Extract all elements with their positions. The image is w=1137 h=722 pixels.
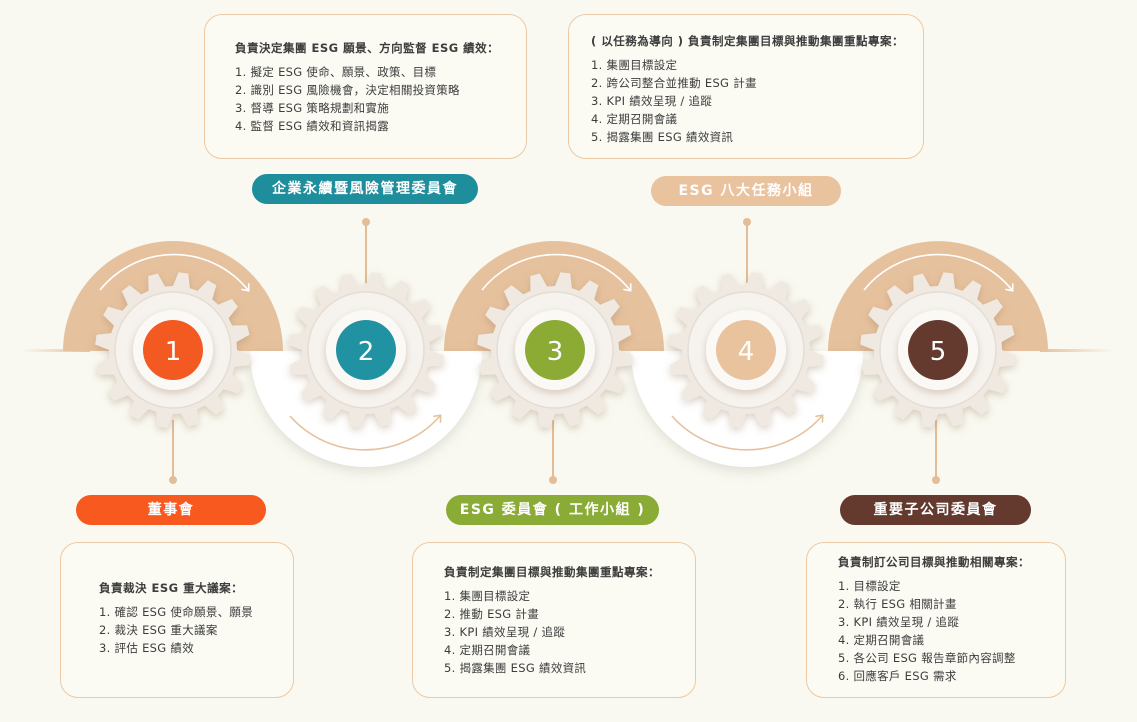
list-item: 2. 執行 ESG 相關計畫 <box>838 597 957 611</box>
box-list: 1. 目標設定 2. 執行 ESG 相關計畫 3. KPI 績效呈現 / 追蹤 … <box>838 577 1055 685</box>
list-item: 2. 識別 ESG 風險機會，決定相關投資策略 <box>235 83 460 97</box>
list-item: 3. 評估 ESG 績效 <box>99 641 195 655</box>
list-item: 6. 回應客戶 ESG 需求 <box>838 669 957 683</box>
list-item: 4. 監督 ESG 績效和資訊揭露 <box>235 119 390 133</box>
arrow-curve-3 <box>481 253 630 290</box>
list-item: 1. 擬定 ESG 使命、願景、政策、目標 <box>235 65 437 79</box>
gear-5: 5 <box>860 272 1016 428</box>
box-subsidiary-committee: 負責制訂公司目標與推動相關專案： 1. 目標設定 2. 執行 ESG 相關計畫 … <box>806 542 1066 698</box>
gear-2: 2 <box>288 272 444 428</box>
list-item: 5. 揭露集團 ESG 績效資訊 <box>591 130 734 144</box>
stage-number-1: 1 <box>165 337 182 367</box>
list-item: 3. KPI 績效呈現 / 追蹤 <box>591 94 713 108</box>
arrow-curve-2 <box>289 416 440 451</box>
list-item: 2. 裁決 ESG 重大議案 <box>99 623 218 637</box>
stage-circle-4 <box>716 320 776 380</box>
gear-1: 1 <box>95 272 251 428</box>
box-list: 1. 集團目標設定 2. 跨公司整合並推動 ESG 計畫 3. KPI 績效呈現… <box>591 56 907 146</box>
list-item: 1. 集團目標設定 <box>591 58 678 72</box>
arrow-curve-1 <box>99 253 248 290</box>
list-item: 4. 定期召開會議 <box>591 112 678 126</box>
label-subsidiary-committee: 重要子公司委員會 <box>840 495 1031 525</box>
box-heading: 負責制訂公司目標與推動相關專案： <box>838 555 1030 569</box>
box-board: 負責裁決 ESG 重大議案： 1. 確認 ESG 使命願景、願景 2. 裁決 E… <box>60 542 294 698</box>
stage-circle-1 <box>143 320 203 380</box>
box-esg-task-groups: ( 以任務為導向 ) 負責制定集團目標與推動集團重點專案： 1. 集團目標設定 … <box>568 14 924 159</box>
stage-number-2: 2 <box>358 337 375 367</box>
arrow-curve-5 <box>863 253 1012 290</box>
list-item: 2. 推動 ESG 計畫 <box>444 607 540 621</box>
list-item: 5. 各公司 ESG 報告章節內容調整 <box>838 651 1016 665</box>
connector-dot-4 <box>743 218 751 226</box>
connector-dot-1 <box>169 476 177 484</box>
label-esg-task-groups: ESG 八大任務小組 <box>651 176 841 206</box>
label-sustainability-committee: 企業永續暨風險管理委員會 <box>252 174 478 204</box>
connector-dot-3 <box>549 476 557 484</box>
list-item: 1. 目標設定 <box>838 579 901 593</box>
list-item: 3. KPI 績效呈現 / 追蹤 <box>838 615 960 629</box>
label-board: 董事會 <box>76 495 266 525</box>
horizon-fade-right <box>1040 349 1115 352</box>
list-item: 4. 定期召開會議 <box>444 643 531 657</box>
box-heading: ( 以任務為導向 ) 負責制定集團目標與推動集團重點專案： <box>591 34 905 48</box>
list-item: 3. KPI 績效呈現 / 追蹤 <box>444 625 566 639</box>
list-item: 1. 集團目標設定 <box>444 589 531 603</box>
connector-dot-5 <box>932 476 940 484</box>
stage-circle-3 <box>525 320 585 380</box>
list-item: 4. 定期召開會議 <box>838 633 925 647</box>
box-list: 1. 擬定 ESG 使命、願景、政策、目標 2. 識別 ESG 風險機會，決定相… <box>235 63 506 135</box>
box-heading: 負責制定集團目標與推動集團重點專案： <box>444 565 660 579</box>
stage-number-5: 5 <box>930 337 947 367</box>
list-item: 2. 跨公司整合並推動 ESG 計畫 <box>591 76 757 90</box>
box-list: 1. 集團目標設定 2. 推動 ESG 計畫 3. KPI 績效呈現 / 追蹤 … <box>444 587 685 677</box>
list-item: 5. 揭露集團 ESG 績效資訊 <box>444 661 587 675</box>
list-item: 3. 督導 ESG 策略規劃和實施 <box>235 101 390 115</box>
list-item: 1. 確認 ESG 使命願景、願景 <box>99 605 254 619</box>
arrow-curve-4 <box>671 416 822 451</box>
box-esg-committee: 負責制定集團目標與推動集團重點專案： 1. 集團目標設定 2. 推動 ESG 計… <box>412 542 696 698</box>
gear-4: 4 <box>668 272 824 428</box>
box-sustainability-committee: 負責決定集團 ESG 願景、方向監督 ESG 績效： 1. 擬定 ESG 使命、… <box>204 14 527 159</box>
stage-circle-5 <box>908 320 968 380</box>
box-heading: 負責裁決 ESG 重大議案： <box>99 581 244 595</box>
stage-number-3: 3 <box>547 337 564 367</box>
stage-circle-2 <box>336 320 396 380</box>
box-list: 1. 確認 ESG 使命願景、願景 2. 裁決 ESG 重大議案 3. 評估 E… <box>99 603 283 657</box>
stage-number-4: 4 <box>738 337 755 367</box>
gear-3: 3 <box>477 272 633 428</box>
horizon-fade-left <box>20 349 90 352</box>
connector-dot-2 <box>362 218 370 226</box>
box-heading: 負責決定集團 ESG 願景、方向監督 ESG 績效： <box>235 41 500 55</box>
label-esg-committee: ESG 委員會 ( 工作小組 ) <box>446 495 659 525</box>
